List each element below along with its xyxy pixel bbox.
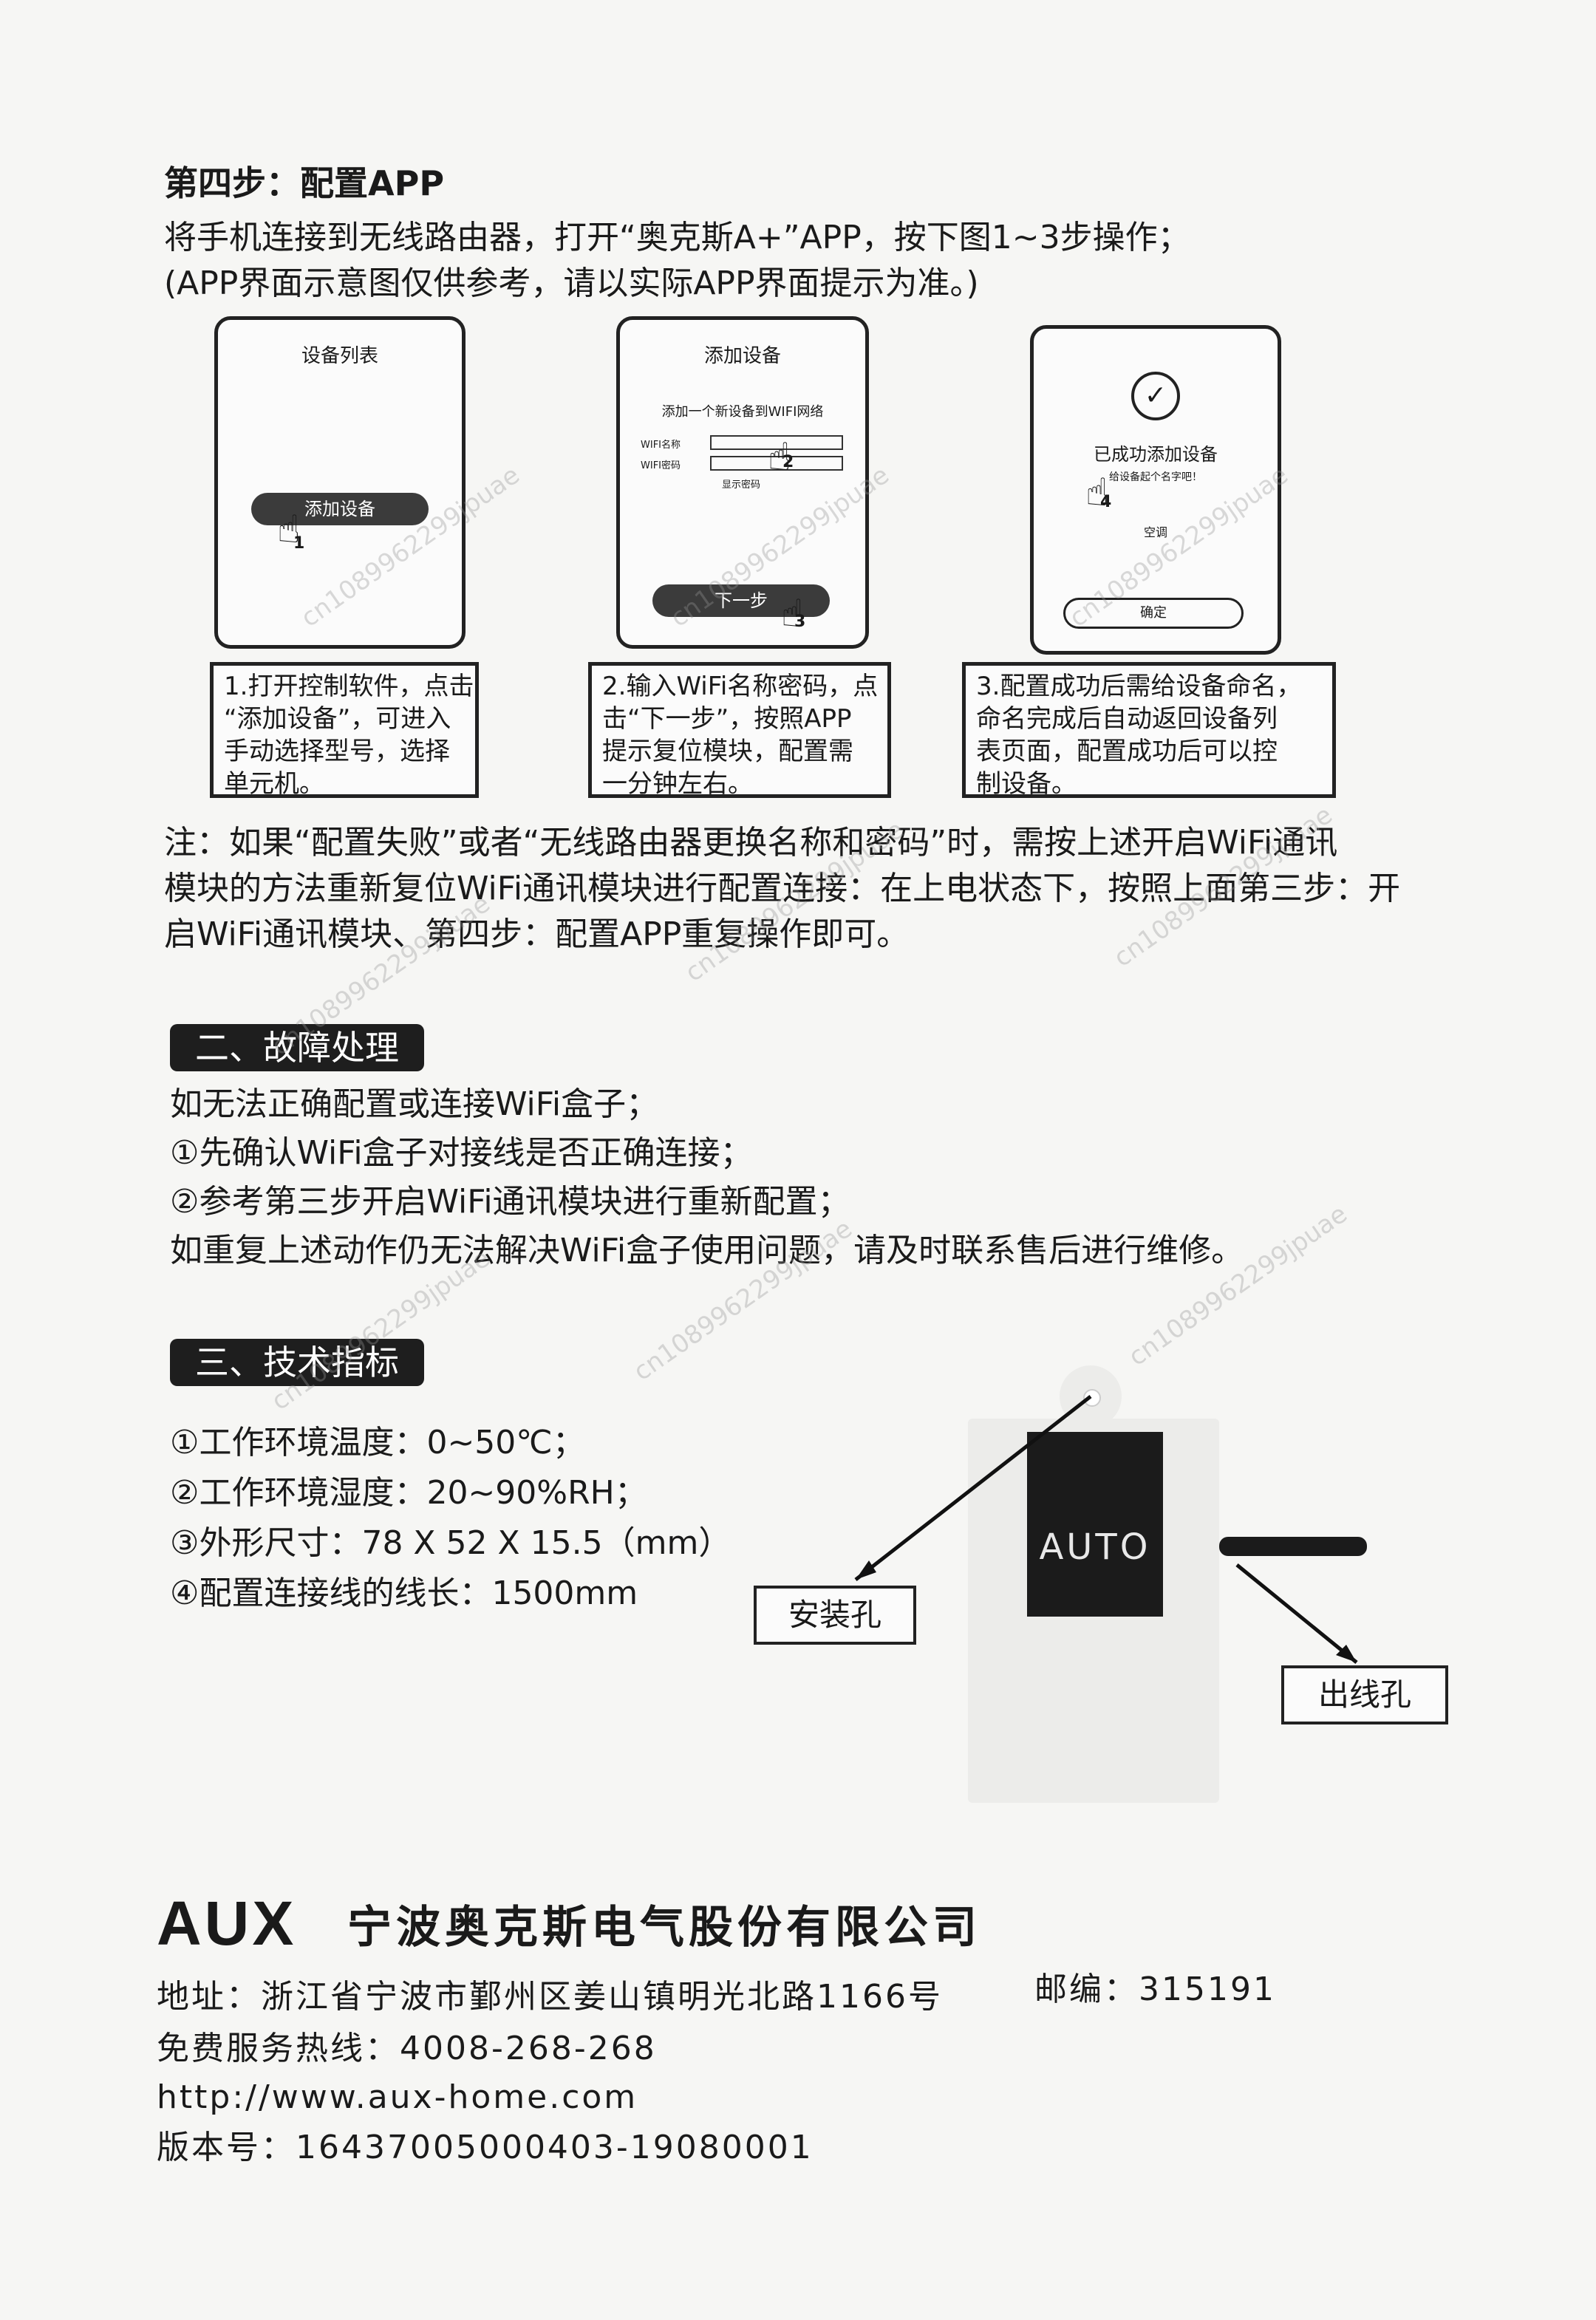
step1-desc-line: 单元机。 [224, 769, 324, 799]
step2-description: 2.输入WiFi名称密码，点 击“下一步”，按照APP 提示复位模块，配置需 一… [588, 662, 891, 799]
device-display: AUTO [1027, 1432, 1163, 1617]
step1-desc-line: 1.打开控制软件，点击 [224, 672, 474, 701]
step4-intro-line2: (APP界面示意图仅供参考，请以实际APP界面提示为准。) [164, 265, 979, 302]
aux-logo: AUX [157, 1889, 297, 1958]
success-check-icon: ✓ [1131, 372, 1180, 420]
hand-pointer-icon: ☝ [277, 508, 301, 552]
wifi-password-label: WIFI密码 [641, 460, 681, 471]
phone1-screen-title: 设备列表 [301, 345, 378, 367]
step2-desc-line: 一分钟左右。 [602, 769, 753, 799]
troubleshooting-line: ②参考第三步开启WiFi通讯模块进行重新配置； [170, 1183, 850, 1221]
spec-line: ④配置连接线的线长：1500mm [170, 1574, 638, 1612]
step1-desc-line: 手动选择型号，选择 [224, 737, 450, 766]
spec-line: ③外形尺寸：78 X 52 X 15.5（mm） [170, 1524, 732, 1562]
phone2-step-number-b: 3 [794, 613, 806, 631]
mount-hole-arrowhead [856, 1560, 876, 1580]
mount-hole [1083, 1389, 1101, 1407]
wifi-password-input[interactable] [710, 456, 843, 471]
version-number: 版本号：16437005000403-19080001 [157, 2129, 814, 2166]
mount-hole-leader [854, 1395, 1092, 1581]
step2-desc-line: 提示复位模块，配置需 [602, 737, 853, 766]
hand-pointer-icon: ☝ [781, 592, 805, 636]
spec-line: ②工作环境湿度：20~90%RH； [170, 1474, 647, 1512]
mount-hole-label: 安装孔 [754, 1586, 916, 1645]
hand-pointer-icon: ☝ [1085, 471, 1109, 515]
service-hotline: 免费服务热线：4008-268-268 [157, 2030, 657, 2067]
confirm-button[interactable]: 确定 [1063, 598, 1244, 629]
step3-desc-line: 表页面，配置成功后可以控 [976, 737, 1278, 766]
cable [1219, 1537, 1367, 1556]
phone2-subtitle: 添加一个新设备到WIFI网络 [661, 404, 824, 420]
device-display-text: AUTO [1039, 1526, 1151, 1568]
phone-mockup-1: 设备列表 添加设备 ☝ 1 [214, 316, 466, 649]
cable-outlet-arrowhead [1336, 1645, 1357, 1662]
name-prompt: 给设备起个名字吧！ [1109, 471, 1202, 483]
step3-desc-line: 3.配置成功后需给设备命名， [976, 672, 1302, 701]
note-line3: 启WiFi通讯模块、第四步：配置APP重复操作即可。 [164, 915, 910, 953]
step3-desc-line: 制设备。 [976, 769, 1077, 799]
company-postcode: 邮编：315191 [1034, 1971, 1276, 2008]
phone3-step-number: 4 [1100, 493, 1112, 511]
troubleshooting-line: 如重复上述动作仍无法解决WiFi盒子使用问题，请及时联系售后进行维修。 [170, 1232, 1244, 1269]
company-address: 地址：浙江省宁波市鄞州区姜山镇明光北路1166号 [157, 1978, 943, 2016]
company-name: 宁波奥克斯电气股份有限公司 [347, 1902, 981, 1954]
cable-outlet-leader [1235, 1563, 1358, 1664]
step2-desc-line: 2.输入WiFi名称密码，点 [602, 672, 879, 701]
phone2-step-number-a: 2 [782, 453, 794, 471]
step1-desc-line: “添加设备”，可进入 [224, 704, 451, 734]
step2-desc-line: 击“下一步”，按照APP [602, 704, 852, 734]
step1-description: 1.打开控制软件，点击 “添加设备”，可进入 手动选择型号，选择 单元机。 [210, 662, 479, 799]
note-line1: 注：如果“配置失败”或者“无线路由器更换名称和密码”时，需按上述开启WiFi通讯 [164, 824, 1338, 862]
note-line2: 模块的方法重新复位WiFi通讯模块进行配置连接：在上电状态下，按照上面第三步：开 [164, 870, 1401, 907]
hand-pointer-icon: ☝ [768, 435, 791, 480]
show-password-toggle[interactable]: 显示密码 [722, 480, 761, 491]
wifi-name-label: WIFI名称 [641, 440, 681, 451]
phone2-screen-title: 添加设备 [703, 345, 781, 367]
step4-title: 第四步：配置APP [164, 163, 445, 203]
troubleshooting-line: 如无法正确配置或连接WiFi盒子； [170, 1085, 659, 1123]
phone1-step-number: 1 [293, 534, 305, 553]
specs-heading: 三、技术指标 [170, 1339, 424, 1386]
company-website[interactable]: http://www.aux-home.com [157, 2078, 638, 2116]
phone-mockup-3: ✓ 已成功添加设备 给设备起个名字吧！ ☝ 4 空调 确定 [1030, 325, 1281, 655]
device-name-field[interactable]: 空调 [1143, 525, 1167, 539]
wifi-name-input[interactable] [710, 435, 843, 450]
add-device-button[interactable]: 添加设备 [251, 493, 429, 525]
cable-outlet-label: 出线孔 [1281, 1665, 1448, 1724]
step3-desc-line: 命名完成后自动返回设备列 [976, 704, 1278, 734]
phone-mockup-2: 添加设备 添加一个新设备到WIFI网络 WIFI名称 WIFI密码 显示密码 ☝… [616, 316, 869, 649]
troubleshooting-heading: 二、故障处理 [170, 1024, 424, 1071]
success-text: 已成功添加设备 [1094, 444, 1218, 465]
spec-line: ①工作环境温度：0~50℃； [170, 1424, 585, 1461]
next-step-button[interactable]: 下一步 [652, 584, 830, 617]
step3-description: 3.配置成功后需给设备命名， 命名完成后自动返回设备列 表页面，配置成功后可以控… [962, 662, 1336, 799]
troubleshooting-line: ①先确认WiFi盒子对接线是否正确连接； [170, 1134, 753, 1172]
step4-intro-line1: 将手机连接到无线路由器，打开“奥克斯A+”APP，按下图1~3步操作； [164, 219, 1190, 256]
